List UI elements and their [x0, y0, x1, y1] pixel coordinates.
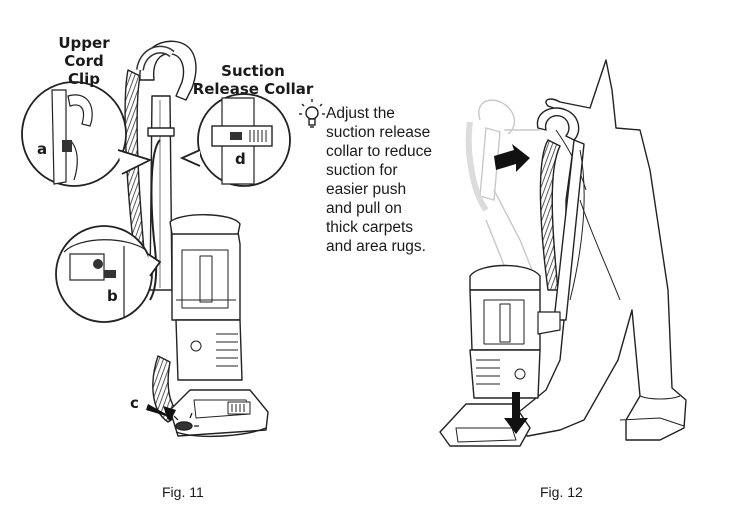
- upper-cord-clip-line-1: Upper: [58, 34, 110, 52]
- tip-line-4: suction for: [326, 162, 398, 179]
- upper-cord-clip-label: Upper Cord Clip: [46, 34, 122, 88]
- tip-line-2: suction release: [326, 124, 431, 141]
- fig11-caption: Fig. 11: [162, 484, 204, 500]
- fig12-caption: Fig. 12: [540, 484, 583, 500]
- arrow-tilt-back: [494, 144, 530, 172]
- suction-tip-text: Adjust the suction release collar to red…: [326, 104, 496, 256]
- inset-suction-collar: [179, 93, 291, 187]
- upper-cord-clip-line-3: Clip: [67, 70, 101, 88]
- tip-line-6: and pull on: [326, 200, 402, 217]
- tip-line-5: easier push: [326, 181, 407, 198]
- fig11-vacuum-illustration: [124, 40, 269, 438]
- arrow-pedal: [146, 404, 176, 422]
- callout-c: c: [130, 394, 139, 412]
- suction-release-collar-line-1: Suction: [221, 62, 285, 80]
- suction-release-collar-line-2: Release Collar: [192, 80, 314, 98]
- pedal-press-marks: [173, 412, 199, 427]
- tip-line-3: collar to reduce: [326, 143, 432, 160]
- tip-line-8: and area rugs.: [326, 238, 426, 255]
- inset-lower-clip: [55, 225, 162, 323]
- callout-a: a: [37, 140, 48, 158]
- suction-release-collar-label: Suction Release Collar: [188, 62, 318, 98]
- fig12-vacuum-illustration: [439, 107, 585, 447]
- tip-line-1: Adjust the: [326, 105, 395, 122]
- arrow-step-down: [504, 392, 528, 434]
- callout-b: b: [107, 287, 118, 305]
- inset-cord-clip: [21, 81, 153, 187]
- upper-cord-clip-line-2: Cord: [64, 52, 104, 70]
- lightbulb-icon: [299, 99, 325, 128]
- tip-line-7: thick carpets: [326, 219, 414, 236]
- callout-d: d: [235, 150, 246, 168]
